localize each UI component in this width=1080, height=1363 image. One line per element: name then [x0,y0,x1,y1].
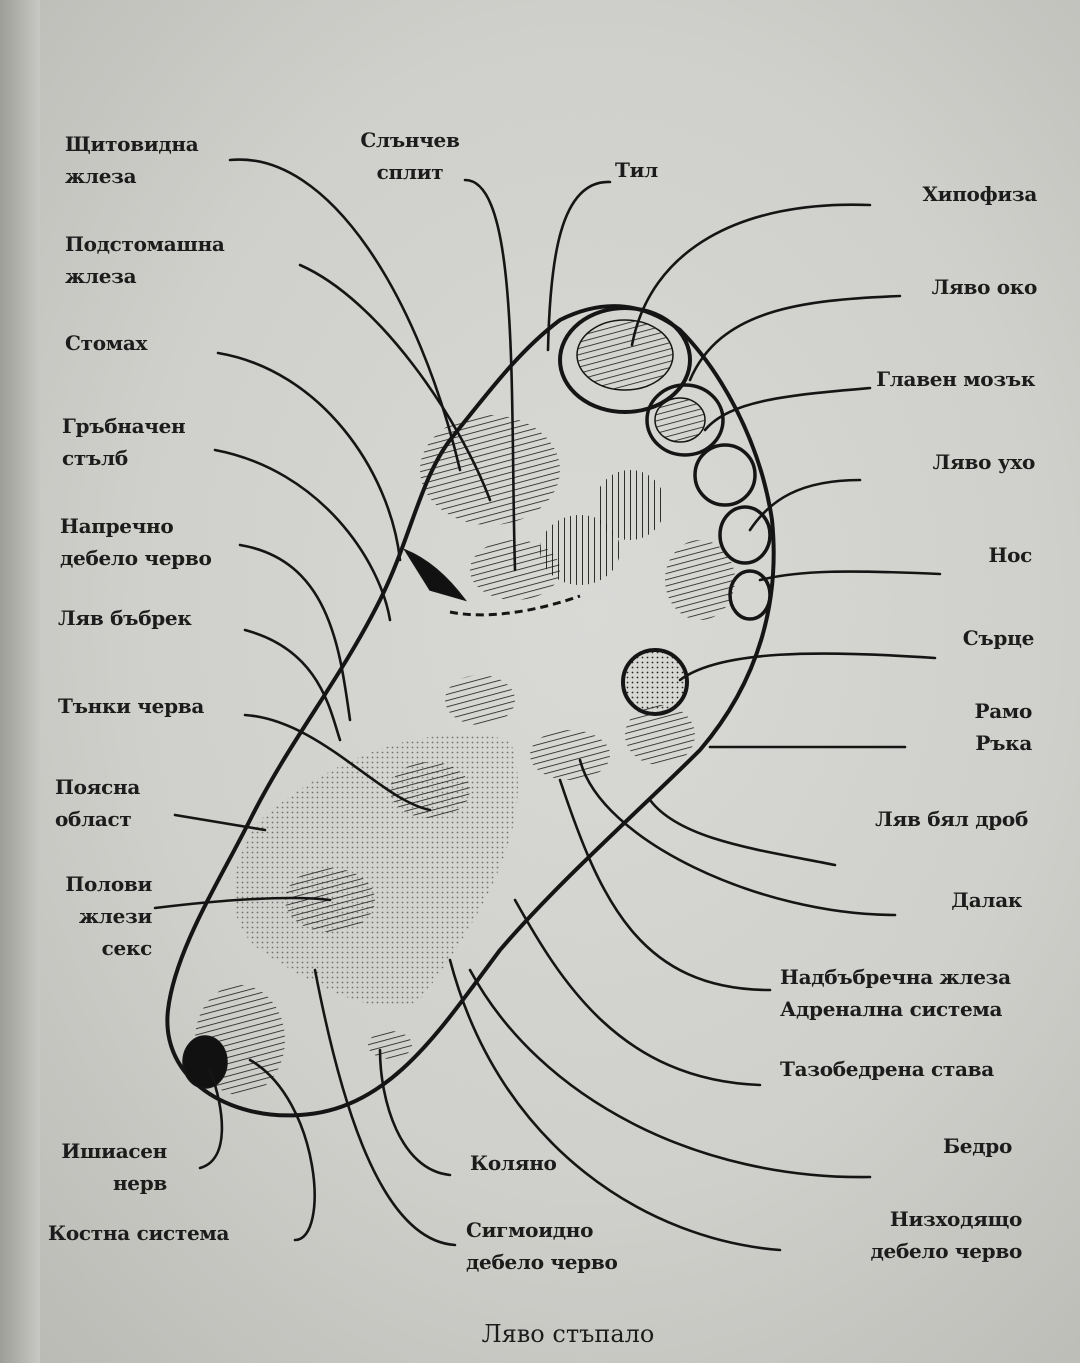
leader-spleen [578,758,897,917]
label-shoulder-arm: Рамо Ръка [974,695,1032,759]
label-line: Гръбначен [62,414,186,438]
label-pituitary: Хипофиза [922,182,1037,206]
label-descending-colon: Низходящо дебело черво [870,1203,1022,1267]
heart-zone [621,648,689,716]
label-line: Полови [65,872,152,896]
leader-stomach [216,351,402,562]
page-shadow [0,0,40,1363]
label-spine: Гръбначен стълб [62,410,186,474]
label-line: Сигмоидно [466,1218,594,1242]
label-sex-glands: Полови жлези секс [40,868,152,964]
leader-knee [378,1048,452,1177]
leader-lumbar [173,813,267,832]
foot-outline [165,304,776,1118]
label-thigh: Бедро [943,1134,1012,1158]
label-line: област [55,807,132,831]
label-hip: Тазобедрена става [780,1057,994,1081]
label-brain: Главен мозък [876,367,1035,391]
leader-sciatic [198,1068,224,1170]
label-line: Ръка [975,731,1032,755]
label-left-kidney: Ляв бъбрек [58,606,192,630]
leader-brain [703,386,872,432]
label-left-eye: Ляво око [931,275,1038,299]
leader-skeletal [248,1058,316,1242]
label-stomach: Стомах [65,331,148,355]
leader-adrenal [558,778,772,992]
leader-small-intestine [243,713,432,812]
label-left-lung: Ляв бял дроб [875,807,1028,831]
label-thyroid: Щитовидна жлеза [65,128,199,192]
label-spleen: Далак [951,888,1022,912]
label-line: Слънчев [360,128,460,152]
leader-thigh [468,968,872,1179]
label-line: сплит [376,160,444,184]
toe-3 [693,443,757,507]
label-line: Напречно [60,514,174,538]
leader-sex-glands [153,896,332,910]
label-line: Низходящо [889,1207,1022,1231]
leader-nose [758,570,942,582]
label-line: дебело черво [60,546,212,570]
label-line: Адренална система [780,997,1003,1021]
leader-descending-colon [448,958,782,1252]
label-line: секс [101,936,153,960]
leader-transverse-colon [238,543,352,722]
label-occiput: Тил [615,158,658,182]
toe-2 [645,383,725,457]
label-line: жлеза [65,264,137,288]
label-knee: Коляно [470,1151,557,1175]
label-left-ear: Ляво ухо [932,450,1036,474]
leader-hip [513,898,762,1087]
label-line: Щитовидна [65,132,199,156]
leader-spine [213,448,392,622]
leader-left-lung [648,798,837,867]
leader-pancreas [298,263,492,502]
label-transverse-colon: Напречно дебело черво [60,510,212,574]
label-line: жлеза [65,164,137,188]
leader-sigmoid [313,968,457,1247]
label-lumbar: Поясна област [55,771,140,835]
label-line: дебело черво [870,1239,1022,1263]
big-toe [558,306,692,414]
label-pancreas: Подстомашна жлеза [65,228,225,292]
label-line: Поясна [55,775,140,799]
leader-solar-plexus [463,178,517,572]
leader-thyroid [228,158,462,472]
toe-4 [718,505,772,565]
label-adrenal: Надбъбречна жлеза Адренална система [780,961,1011,1025]
leader-pituitary [630,203,872,347]
label-small-intestine: Тънки черва [58,694,205,718]
label-solar-plexus: Слънчев сплит [340,124,480,188]
figure-caption: Ляво стъпало [481,1320,655,1348]
leader-left-ear [748,478,862,532]
label-line: жлези [78,904,152,928]
label-line: Надбъбречна жлеза [780,965,1011,989]
label-skeletal: Костна система [48,1221,230,1245]
leader-left-kidney [243,628,342,742]
label-line: Рамо [974,699,1032,723]
leader-left-eye [688,294,902,382]
label-line: стълб [62,446,128,470]
label-line: Подстомашна [65,232,225,256]
label-line: нерв [112,1171,167,1195]
label-sciatic: Ишиасен нерв [40,1135,167,1199]
leader-occiput [546,180,612,352]
label-line: дебело черво [466,1250,618,1274]
label-nose: Нос [988,543,1032,567]
leader-heart [678,652,937,682]
label-line: Ишиасен [61,1139,167,1163]
label-sigmoid: Сигмоидно дебело черво [466,1214,618,1278]
label-heart: Сърце [962,626,1035,650]
